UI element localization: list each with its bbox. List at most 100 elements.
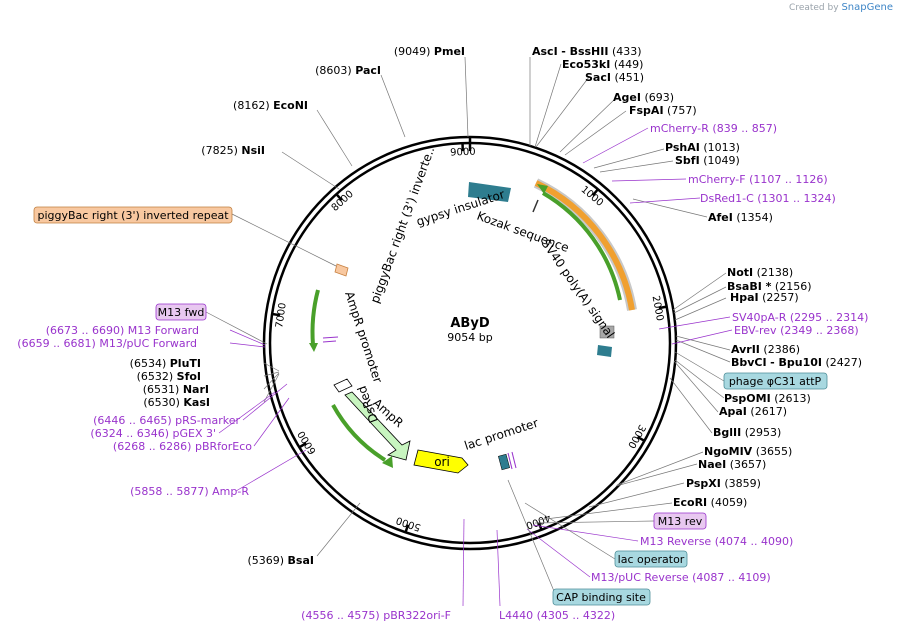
brand-created-by: Created by <box>789 3 839 13</box>
ampr-promoter-block <box>333 378 353 393</box>
site-s19-pos: (2617) <box>750 405 787 418</box>
site-s17-pos: (2427) <box>826 356 863 369</box>
ori-arrow <box>413 449 469 474</box>
site-s29-name: BsaI <box>288 554 314 567</box>
site-s27-name: NarI <box>183 383 209 396</box>
lac-promoter-label: lac promoter <box>463 416 540 453</box>
site-s25-name: PluTI <box>170 357 201 370</box>
site-s6-pos: (449) <box>614 58 644 71</box>
primer-leaders <box>218 127 733 607</box>
primer-p8-name: M13 Forward <box>128 324 199 337</box>
site-s23-pos: (3859) <box>724 477 761 490</box>
site-s4-name: NsiI <box>241 144 265 157</box>
site-s10: PshAI (1013) <box>665 141 740 154</box>
primer-p2-pos: (1107 .. 1126) <box>749 173 828 186</box>
primer-p5-name: EBV-rev <box>734 324 777 337</box>
piggybac-block <box>334 263 349 277</box>
site-s12-name: AfeI <box>708 211 733 224</box>
site-s14: BsaBI * (2156) <box>727 280 812 293</box>
site-s11: SbfI (1049) <box>675 154 740 167</box>
primer-p4-name: SV40pA-R <box>732 311 787 324</box>
primer-p13-pos: (5858 .. 5877) <box>130 485 209 498</box>
site-s25: (6534) PluTI <box>130 357 201 370</box>
site-s10-name: PshAI <box>665 141 700 154</box>
site-s28-pos: (6530) <box>143 396 180 409</box>
primer-p1-name: mCherry-R <box>650 122 709 135</box>
site-s22: NaeI (3657) <box>698 458 766 471</box>
site-s7: SacI (451) <box>585 71 644 84</box>
site-s5-extra: - BssHII <box>561 45 608 58</box>
tick-1000 <box>591 188 599 197</box>
site-s1-pos: (9049) <box>394 45 431 58</box>
site-s2-pos: (8603) <box>315 64 352 77</box>
site-s18-pos: (2613) <box>774 392 811 405</box>
site-s29: (5369) BsaI <box>247 554 314 567</box>
primer-p6-pos: (4074 .. 4090) <box>715 535 794 548</box>
tick-8000 <box>335 193 343 201</box>
site-s22-name: NaeI <box>698 458 726 471</box>
primer-mark-left <box>322 336 339 339</box>
tick-label-9000: 9000 <box>450 147 476 159</box>
site-s16-pos: (2386) <box>763 343 800 356</box>
primer-p14: (4556 .. 4575) pBR322ori-F <box>301 609 451 622</box>
site-s2: (8603) PacI <box>315 64 381 77</box>
site-s5-pos: (433) <box>612 45 642 58</box>
piggybac-box-label: piggyBac right (3') inverted repeat <box>37 209 229 222</box>
primer-p15-pos: (4305 .. 4322) <box>537 609 616 622</box>
primer-p3-pos: (1301 .. 1324) <box>757 192 836 205</box>
primer-p9: (6659 .. 6681) M13/pUC Forward <box>17 337 197 350</box>
site-s9: FspAI (757) <box>629 104 697 117</box>
site-s21: NgoMIV (3655) <box>704 445 792 458</box>
site-s13: NotI (2138) <box>727 266 793 279</box>
tick-label-6000: 6000 <box>296 429 319 456</box>
site-s16: AvrII (2386) <box>731 343 800 356</box>
site-s22-pos: (3657) <box>730 458 767 471</box>
site-s15-pos: (2257) <box>762 291 799 304</box>
cap-box-label: CAP binding site <box>556 591 646 604</box>
primer-p2-name: mCherry-F <box>688 173 746 186</box>
gypsy-insulator-block <box>468 182 511 202</box>
site-s7-name: SacI <box>585 71 611 84</box>
kozak-marker <box>532 199 539 213</box>
site-s10-pos: (1013) <box>703 141 740 154</box>
primer-p4: SV40pA-R (2295 .. 2314) <box>732 311 868 324</box>
site-s23: PspXI (3859) <box>686 477 761 490</box>
primer-p14-name: pBR322ori-F <box>383 609 451 622</box>
site-s26-pos: (6532) <box>137 370 174 383</box>
primer-p12: (6268 .. 6286) pBRforEco <box>113 440 252 453</box>
tick-3000 <box>636 435 646 442</box>
site-s19-name: ApaI <box>719 405 747 418</box>
site-s25-pos: (6534) <box>130 357 167 370</box>
site-s3-pos: (8162) <box>233 99 270 112</box>
site-s8-pos: (693) <box>644 91 674 104</box>
lac-block <box>498 453 510 471</box>
teal-block <box>597 345 612 357</box>
site-s21-name: NgoMIV <box>704 445 753 458</box>
boxed-labels: piggyBac right (3') inverted repeat M13 … <box>33 206 828 606</box>
site-s3-name: EcoNI <box>273 99 308 112</box>
ori-label: ori <box>434 455 450 469</box>
primer-p6-name: M13 Reverse <box>640 535 711 548</box>
site-s18-name: PspOMI <box>724 392 771 405</box>
site-s7-pos: (451) <box>614 71 644 84</box>
site-s11-name: SbfI <box>675 154 700 167</box>
tick-label-1000: 1000 <box>579 184 606 209</box>
site-s16-name: AvrII <box>731 343 760 356</box>
site-s8: AgeI (693) <box>613 91 674 104</box>
site-s14-pos: (2156) <box>775 280 812 293</box>
primer-p1: mCherry-R (839 .. 857) <box>650 122 777 135</box>
site-s26-name: SfoI <box>177 370 201 383</box>
primer-p8: (6673 .. 6690) M13 Forward <box>46 324 199 337</box>
primer-p5-pos: (2349 .. 2368) <box>780 324 859 337</box>
site-s3: (8162) EcoNI <box>233 99 308 112</box>
site-s26: (6532) SfoI <box>137 370 201 383</box>
brand-app: SnapGene <box>841 2 893 13</box>
piggybac-box <box>33 206 233 224</box>
primer-mark-lac <box>507 452 513 470</box>
feature-arc-sv40-green <box>541 191 622 301</box>
primer-p12-pos: (6268 .. 6286) <box>113 440 192 453</box>
site-s17: BbvCI - Bpu10I (2427) <box>731 356 862 369</box>
site-s20-name: BglII <box>713 426 741 439</box>
phage-box-label: phage φC31 attP <box>729 375 822 388</box>
